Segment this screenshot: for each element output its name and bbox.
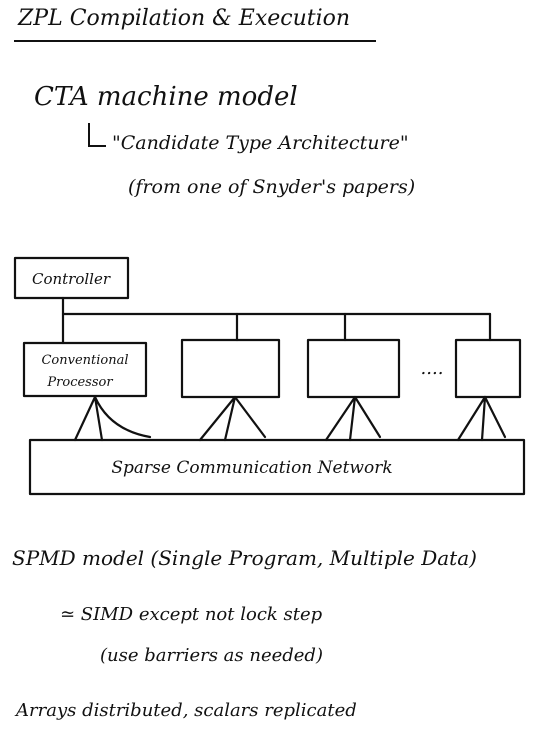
cta-expansion: "Candidate Type Architecture" [112, 132, 409, 154]
cta-bracket [88, 123, 106, 147]
processor-box-1 [22, 341, 148, 398]
connector-2 [198, 395, 267, 442]
processor-box-3 [306, 338, 401, 399]
title-underline [14, 40, 376, 42]
processor-label-line1: Conventional [41, 353, 128, 368]
cta-heading: CTA machine model [34, 82, 298, 112]
controller-box [13, 256, 130, 300]
connector-4 [456, 395, 507, 442]
connector-3 [324, 395, 382, 442]
controller-label: Controller [32, 270, 111, 288]
network-box [28, 438, 526, 496]
network-label: Sparse Communication Network [111, 458, 392, 478]
spmd-note-1: ≃ SIMD except not lock step [60, 604, 323, 625]
processor-box-2 [180, 338, 281, 399]
processor-label-line2: Processor [46, 375, 113, 390]
ellipsis: .... [421, 358, 444, 379]
spmd-note-2: (use barriers as needed) [100, 645, 323, 666]
arrays-note: Arrays distributed, scalars replicated [16, 700, 357, 721]
spmd-heading: SPMD model (Single Program, Multiple Dat… [12, 546, 477, 570]
page-title: ZPL Compilation & Execution [18, 6, 351, 31]
cta-source: (from one of Snyder's papers) [128, 176, 416, 198]
processor-box-4 [454, 338, 522, 399]
connector-1 [73, 395, 152, 442]
